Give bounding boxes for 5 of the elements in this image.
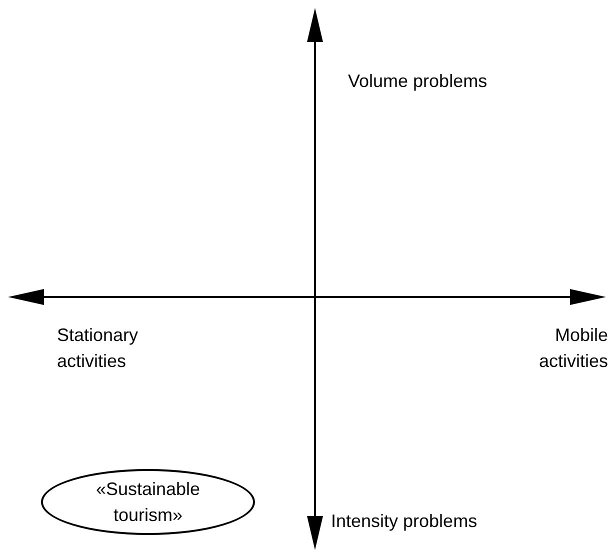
- axis-label: Intensity problems: [331, 510, 478, 533]
- axis-label: Mobile activities: [538, 324, 608, 373]
- axis-label: Volume problems: [348, 70, 488, 93]
- ellipse-node: «Sustainable tourism»: [41, 469, 255, 535]
- axis-label: Stationary activities: [57, 324, 140, 373]
